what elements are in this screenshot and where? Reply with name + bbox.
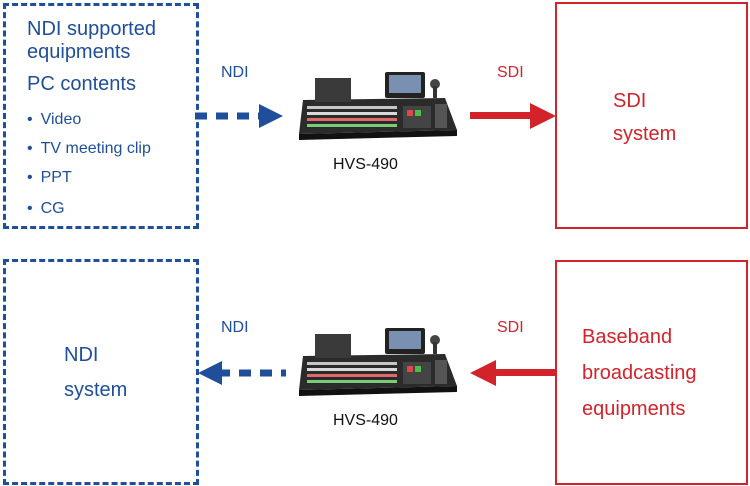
sdi-box-line1: SDI (613, 90, 647, 112)
ndi-system-box: NDI system (3, 259, 199, 485)
ndi-system-line2: system (64, 379, 128, 401)
ndi-box-title-line2: equipments (27, 41, 131, 63)
ndi-box-subtitle: PC contents (27, 73, 136, 95)
baseband-line2: broadcasting (582, 362, 697, 384)
sdi-system-box: SDI system (555, 2, 748, 229)
ndi-box-title-line1: NDI supported (27, 18, 156, 40)
ndi-supported-equipments-box: NDI supported equipments PC contents Vid… (3, 3, 199, 229)
sdi-label-top: SDI (497, 64, 524, 81)
baseband-broadcasting-box: Baseband broadcasting equipments (555, 260, 748, 485)
baseband-line1: Baseband (582, 326, 673, 348)
video-switcher-console-icon (299, 328, 457, 396)
sdi-label-bottom: SDI (497, 319, 524, 336)
sdi-box-line2: system (613, 123, 677, 145)
solid-arrow-icon (470, 360, 556, 386)
bullet-tv-meeting-clip: TV meeting clip (27, 139, 151, 159)
bullet-cg: CG (27, 199, 65, 219)
ndi-system-line1: NDI (64, 344, 99, 366)
bullet-video: Video (27, 110, 82, 130)
bullet-ppt: PPT (27, 168, 72, 188)
dashed-arrow-icon (195, 104, 283, 128)
dashed-arrow-icon (198, 361, 286, 385)
device-caption-bottom: HVS-490 (333, 412, 398, 429)
solid-arrow-icon (470, 103, 556, 129)
video-switcher-console-icon (299, 72, 457, 140)
device-caption-top: HVS-490 (333, 156, 398, 173)
ndi-label-bottom: NDI (221, 319, 249, 336)
ndi-label-top: NDI (221, 64, 249, 81)
baseband-line3: equipments (582, 398, 686, 420)
